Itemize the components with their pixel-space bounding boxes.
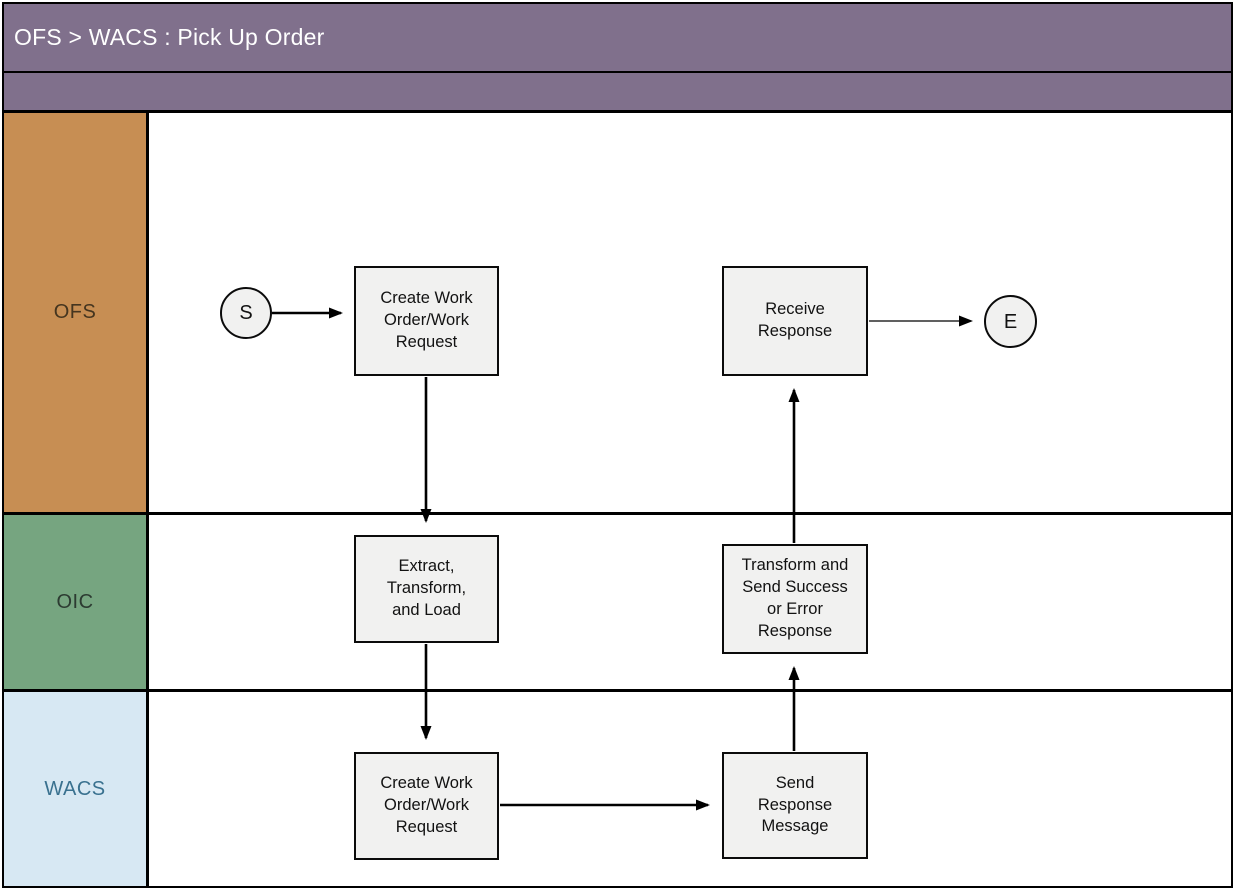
diagram-title: OFS > WACS : Pick Up Order bbox=[14, 24, 325, 50]
lane-oic-content bbox=[149, 515, 1231, 689]
lane-oic-label: OIC bbox=[4, 515, 149, 689]
phase-band bbox=[4, 73, 1231, 113]
lane-wacs-label: WACS bbox=[4, 692, 149, 886]
lane-oic: OIC bbox=[4, 515, 1231, 692]
lane-ofs-content bbox=[149, 113, 1231, 512]
diagram-title-bar: OFS > WACS : Pick Up Order bbox=[4, 4, 1231, 73]
lane-wacs-content bbox=[149, 692, 1231, 886]
lane-ofs-label: OFS bbox=[4, 113, 149, 512]
lane-wacs: WACS bbox=[4, 692, 1231, 886]
lane-ofs: OFS bbox=[4, 113, 1231, 515]
